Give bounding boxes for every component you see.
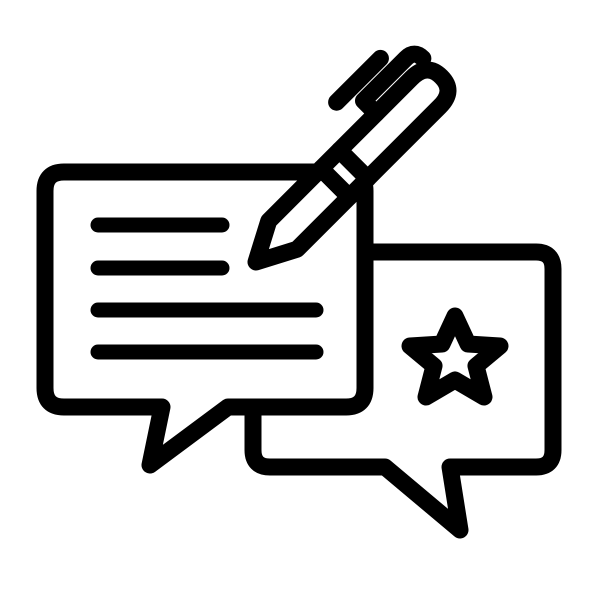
pen-icon [247,45,457,271]
text-lines-icon [90,217,324,360]
star-icon [401,307,509,406]
